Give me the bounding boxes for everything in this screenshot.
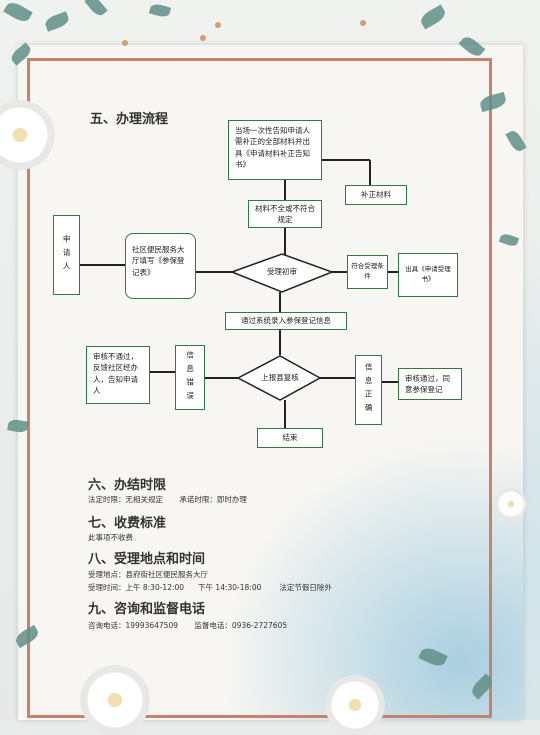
applicant-label: 申请人 (62, 234, 72, 276)
phone-line: 咨询电话：19993647509 监督电话：0936-2727605 (88, 620, 301, 631)
system-entry-box: 通过系统录入参保登记信息 (225, 312, 347, 330)
dot-icon (122, 40, 128, 46)
time-limit-line: 法定时限：无相关规定 承诺时限：即时办理 (88, 494, 261, 505)
section-5-heading: 五、办理流程 (90, 112, 169, 127)
info-error-box: 信息错误 (175, 345, 205, 410)
flower-icon (0, 100, 55, 170)
end-box: 结束 (257, 428, 323, 448)
community-fill-box: 社区便民服务大厅填写《参保登记表》 (125, 233, 196, 299)
incomplete-materials-box: 材料不全或不符合规定 (248, 200, 322, 228)
hours-pm: 下午 14:30-18:00 (198, 583, 262, 592)
applicant-box: 申请人 (53, 215, 80, 295)
dot-icon (215, 22, 221, 28)
location-text: 受理地点：县府街社区便民服务大厅 (88, 570, 208, 579)
hours-line: 受理时间：上午 8:30-12:00 下午 14:30-18:00 法定节假日除外 (88, 582, 346, 593)
county-review-label: 上报县复核 (261, 373, 299, 382)
info-correct-box: 信息正确 (355, 355, 382, 425)
hours-am: 上午 8:30-12:00 (125, 583, 185, 592)
section-6-heading: 六、办结时限 (88, 478, 167, 493)
fee-text: 此事项不收费 (88, 533, 133, 542)
dot-icon (200, 35, 206, 41)
holiday-note: 法定节假日除外 (279, 583, 332, 592)
flowchart-lines (80, 159, 398, 428)
supervise-phone: 监督电话：0936-2727605 (194, 621, 288, 630)
hours-label: 受理时间： (88, 583, 126, 592)
poster-frame (27, 58, 492, 718)
inform-supplement-box: 当场一次性告知申请人需补正的全部材料并出具《申请材料补正告知书》 (228, 120, 322, 180)
info-correct-label: 信息正确 (364, 363, 374, 417)
flower-icon (495, 488, 527, 520)
info-error-label: 信息错误 (185, 350, 195, 405)
review-approved-box: 审核通过，同意参保登记 (398, 368, 462, 400)
consult-phone: 咨询电话：19993647509 (88, 621, 178, 630)
legal-time-limit: 法定时限：无相关规定 (88, 495, 163, 504)
section-7-heading: 七、收费标准 (88, 516, 167, 531)
accepted-box: 符合受理条件 (347, 255, 388, 289)
promise-time-limit: 承诺时限：即时办理 (179, 495, 247, 504)
section-9-heading: 九、咨询和监督电话 (88, 602, 206, 617)
dot-icon (360, 20, 366, 26)
initial-review-label: 受理初审 (267, 267, 297, 276)
issue-notice-box: 出具《申请受理书》 (398, 253, 458, 297)
review-rejected-box: 审核不通过，反馈社区经办人，告知申请人 (86, 346, 150, 404)
supplement-materials-box: 补正材料 (345, 185, 407, 205)
section-8-heading: 八、受理地点和时间 (88, 552, 206, 567)
